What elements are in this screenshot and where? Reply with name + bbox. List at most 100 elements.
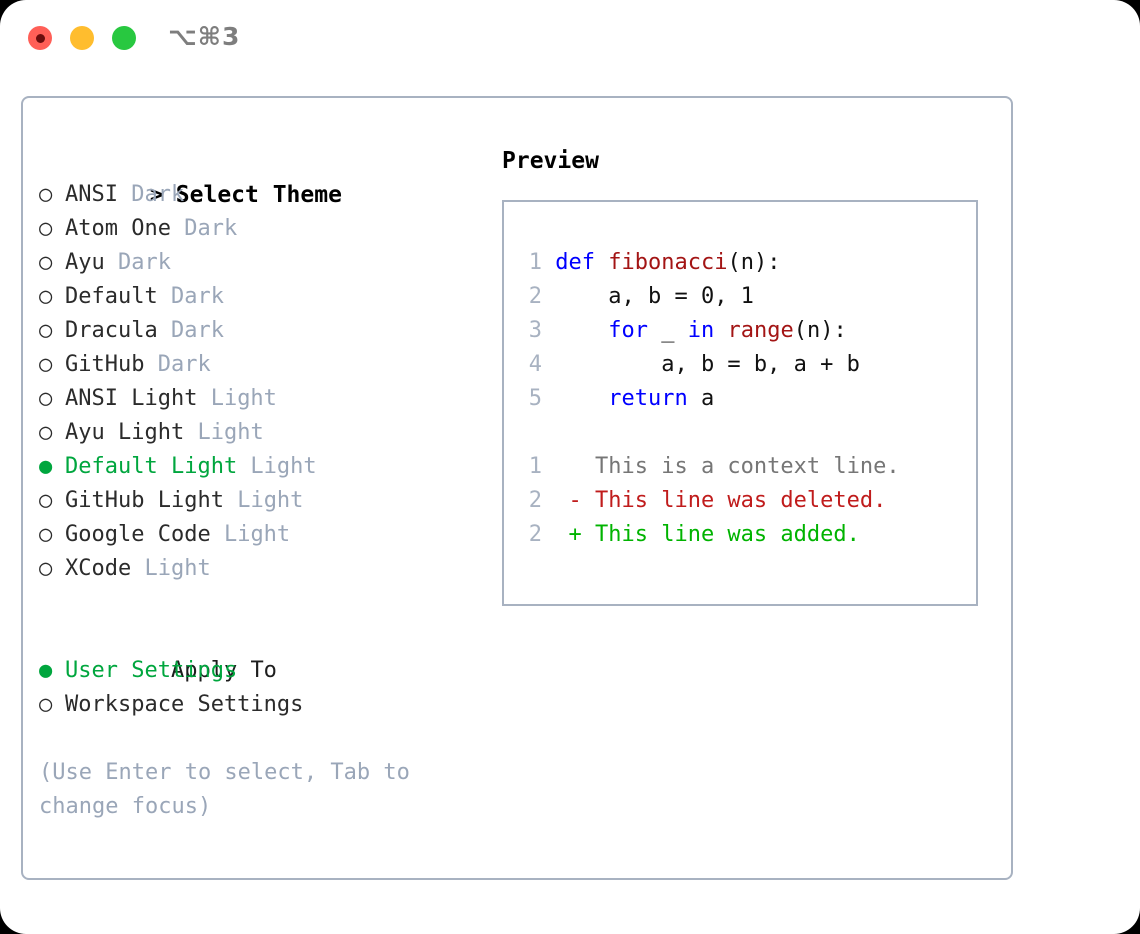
theme-list-item[interactable]: ○Dracula Dark <box>39 314 489 348</box>
theme-mode-label: Light <box>197 386 277 411</box>
radio-unselected-icon: ○ <box>39 352 53 377</box>
theme-list-item[interactable]: ● Default Light Light <box>39 450 489 484</box>
radio-unselected-icon: ○ <box>39 556 53 581</box>
diff-line-number: 2 <box>528 488 542 513</box>
radio-selected-icon: ● <box>39 658 53 683</box>
code-line: 2 a, b = 0, 1 <box>518 280 970 314</box>
code-line-number: 2 <box>528 284 542 309</box>
code-token-pn: _ <box>647 318 688 343</box>
theme-mode-label: Dark <box>104 250 171 275</box>
diff-line-number: 2 <box>528 522 542 547</box>
theme-name-label: XCode <box>65 556 132 581</box>
code-line-content: for _ in range(n): <box>555 318 846 343</box>
theme-mode-label: Dark <box>157 284 224 309</box>
prompt-caret-icon: > <box>149 182 164 208</box>
theme-list-item[interactable]: ○ ANSI Dark <box>39 178 489 212</box>
theme-name-label: Atom One <box>65 216 171 241</box>
diff-line-content-added: + This line was added. <box>542 522 860 547</box>
code-line: 4 a, b = b, a + b <box>518 348 970 382</box>
theme-name-label: Ayu Light <box>65 420 185 445</box>
main-panel: > Select Theme ○ ANSI Dark ○ Atom One Dark ○ A… <box>21 96 1013 880</box>
theme-name-label: Default Light <box>65 454 238 479</box>
code-token-pn <box>714 318 727 343</box>
traffic-light-buttons <box>28 26 136 50</box>
code-diff-gap <box>518 416 970 450</box>
radio-unselected-icon: ○ <box>39 386 53 411</box>
theme-mode-label: Light <box>223 488 304 513</box>
theme-mode-label: Dark <box>144 352 211 377</box>
theme-list-item[interactable]: ○ XCode Light <box>39 552 489 586</box>
apply-to-heading: Apply To <box>39 620 489 683</box>
diff-line: 1 This is a context line. <box>518 450 970 484</box>
theme-list-item[interactable]: ○ Ayu Dark <box>39 246 489 280</box>
theme-name-label: ANSI Light <box>65 386 198 411</box>
theme-list-item[interactable]: ○ GitHub Light Light <box>39 484 489 518</box>
code-line-number: 5 <box>528 386 542 411</box>
radio-unselected-icon: ○ <box>39 182 53 207</box>
list-spacer <box>39 586 489 620</box>
select-theme-heading: > Select Theme <box>39 144 489 208</box>
theme-name-label: ANSI <box>65 182 118 207</box>
theme-mode-label: Light <box>210 522 291 547</box>
diff-line: 2 + This line was added. <box>518 518 970 552</box>
select-theme-heading-label: Select Theme <box>175 182 342 208</box>
preview-heading: Preview <box>502 148 599 174</box>
code-line-content: a, b = b, a + b <box>555 352 860 377</box>
radio-unselected-icon: ○ <box>39 216 53 241</box>
hint-spacer <box>39 722 489 756</box>
theme-mode-label: Light <box>237 454 317 479</box>
code-token-pn: (n): <box>727 250 781 275</box>
radio-unselected-icon: ○ <box>39 420 53 445</box>
code-token-kw: return <box>608 386 688 411</box>
code-token-kw: for <box>608 318 648 343</box>
code-line-number: 4 <box>528 352 542 377</box>
code-token-fn: range <box>727 318 794 343</box>
theme-mode-label: Light <box>131 556 211 581</box>
theme-name-label: Google Code <box>65 522 211 547</box>
theme-list-item[interactable]: ○Ayu Light Light <box>39 416 489 450</box>
radio-unselected-icon: ○ <box>39 488 53 513</box>
code-token-fn: fibonacci <box>608 250 728 275</box>
radio-unselected-icon: ○ <box>39 284 53 309</box>
radio-selected-icon: ● <box>39 454 53 479</box>
theme-list-item[interactable]: ○ Google Code Light <box>39 518 489 552</box>
title-bar: ⌥⌘3 <box>0 0 1140 78</box>
theme-selector-column: > Select Theme ○ ANSI Dark ○ Atom One Dark ○ A… <box>39 144 489 824</box>
radio-unselected-icon: ○ <box>39 692 53 717</box>
theme-name-label: Ayu <box>65 250 105 275</box>
theme-list-item[interactable]: ○ ANSI Light Light <box>39 382 489 416</box>
diff-line-content-context: This is a context line. <box>542 454 900 479</box>
theme-name-label: GitHub Light <box>65 488 224 513</box>
code-line-number: 3 <box>528 318 542 343</box>
code-token-kw: def <box>555 250 609 275</box>
code-token-pn <box>555 386 608 411</box>
keyboard-shortcut-label: ⌥⌘3 <box>168 22 241 51</box>
code-line-content: a, b = 0, 1 <box>555 284 754 309</box>
theme-mode-label: Dark <box>157 318 224 343</box>
code-line-content: def fibonacci(n): <box>555 250 780 275</box>
apply-to-option[interactable]: ○ Workspace Settings <box>39 688 489 722</box>
apply-to-option[interactable]: ●User Settings <box>39 654 489 688</box>
theme-list-item[interactable]: ○Atom One Dark <box>39 212 489 246</box>
theme-name-label: Default <box>65 284 158 309</box>
radio-unselected-icon: ○ <box>39 522 53 547</box>
maximize-button-icon[interactable] <box>112 26 136 50</box>
apply-to-list: ●User Settings ○ Workspace Settings <box>39 654 489 722</box>
apply-to-option-label: Workspace Settings <box>65 692 304 717</box>
code-line: 1 def fibonacci(n): <box>518 246 970 280</box>
close-button-icon[interactable] <box>28 26 52 50</box>
theme-list-item[interactable]: ○ Default Dark <box>39 280 489 314</box>
theme-mode-label: Dark <box>117 182 185 207</box>
code-token-kw: in <box>687 318 715 343</box>
diff-line: 2 - This line was deleted. <box>518 484 970 518</box>
minimize-button-icon[interactable] <box>70 26 94 50</box>
theme-name-label: Dracula <box>65 318 158 343</box>
theme-list-item[interactable]: ○GitHub Dark <box>39 348 489 382</box>
radio-unselected-icon: ○ <box>39 250 53 275</box>
code-token-pn: a, b = 0, 1 <box>555 284 754 309</box>
code-line-content: return a <box>555 386 714 411</box>
keyboard-hint-text: (Use Enter to select, Tab to change focu… <box>39 760 424 819</box>
